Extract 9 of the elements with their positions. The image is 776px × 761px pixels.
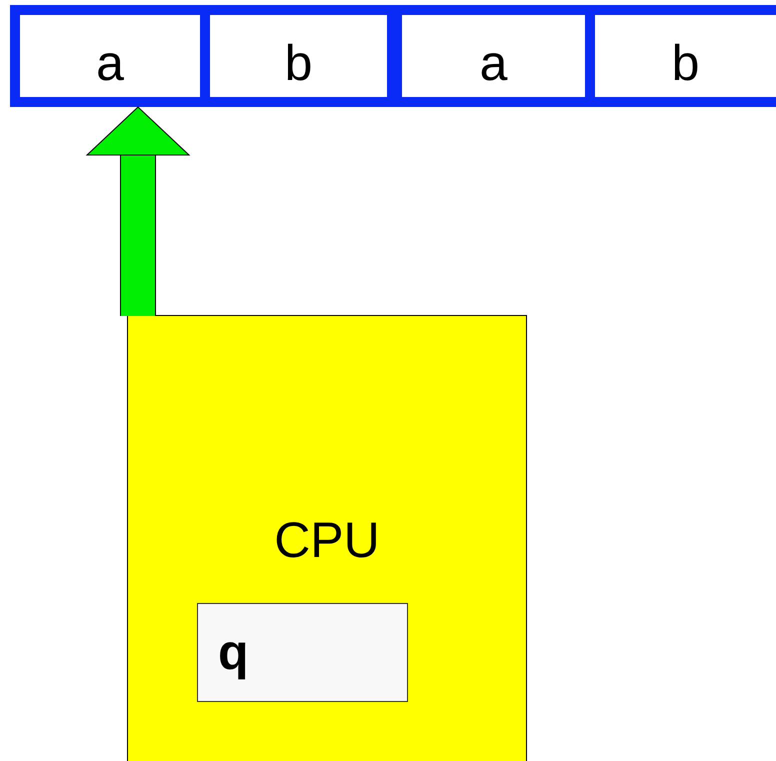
tape-symbol: a (95, 35, 125, 91)
tape-symbol: b (670, 35, 700, 91)
state-register (197, 603, 408, 702)
head-arrow (86, 106, 190, 316)
tape-symbol: a (478, 35, 508, 91)
cpu-box (127, 315, 527, 761)
cpu-label: CPU (273, 512, 381, 568)
tape-symbol: b (284, 35, 314, 91)
state-label: q (218, 624, 249, 680)
